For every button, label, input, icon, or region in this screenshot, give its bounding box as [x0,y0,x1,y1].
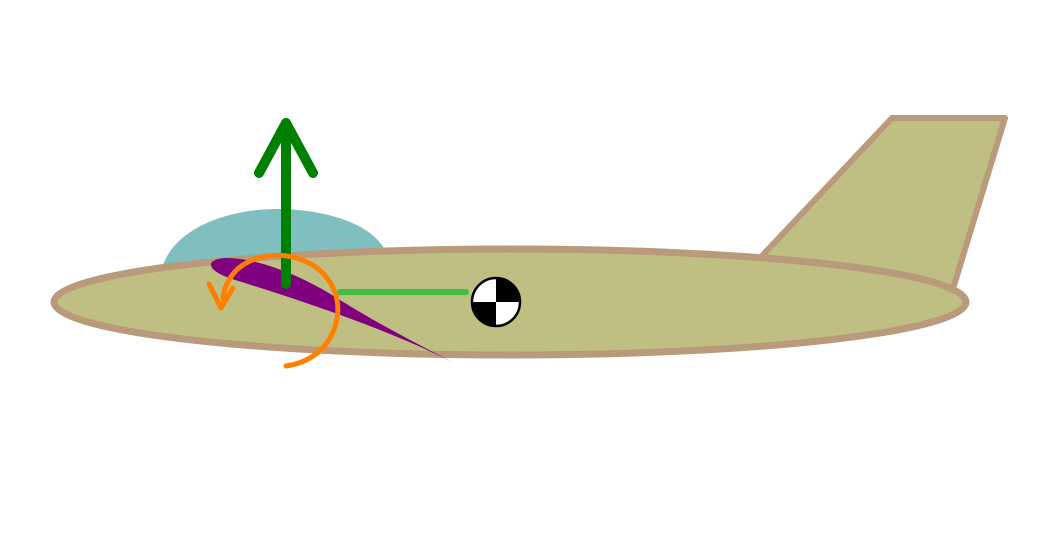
pitching-moment [206,253,341,369]
center-of-gravity [470,276,522,328]
wing-airfoil [210,258,452,362]
